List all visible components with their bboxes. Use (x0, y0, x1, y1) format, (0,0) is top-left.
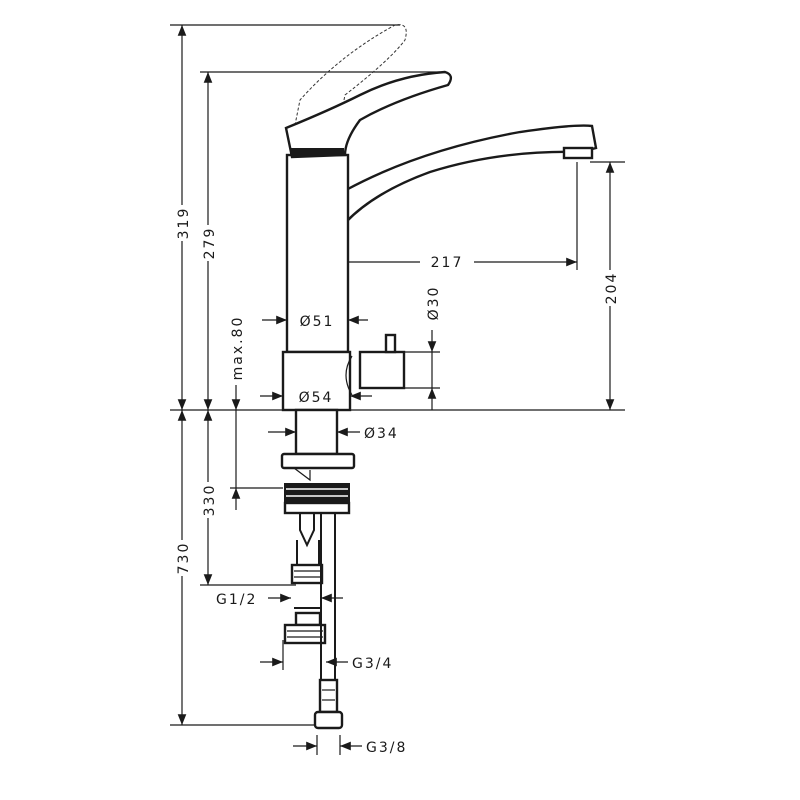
svg-text:Ø51: Ø51 (300, 314, 335, 330)
svg-text:319: 319 (176, 207, 192, 240)
dim-217: 217 (318, 252, 577, 272)
base (281, 350, 352, 412)
shank (294, 408, 339, 456)
dim-330: 330 (200, 410, 218, 585)
dim-knob-30: Ø30 (426, 286, 442, 410)
dim-34: Ø34 (268, 426, 399, 442)
aerator (562, 146, 594, 160)
hose-ferrule (318, 678, 339, 714)
dim-g12: G1/2 (216, 592, 343, 608)
lever-handle (284, 70, 453, 159)
svg-text:G3/8: G3/8 (366, 740, 407, 756)
knob-pin (384, 333, 397, 354)
dim-54: Ø54 (260, 390, 372, 406)
svg-text:279: 279 (202, 227, 218, 260)
threaded-ring (284, 483, 350, 503)
svg-text:Ø54: Ø54 (299, 390, 334, 406)
svg-text:Ø30: Ø30 (426, 286, 442, 321)
g38-nut (313, 710, 344, 730)
dim-g38: G3/8 (293, 740, 407, 756)
g34-fitting (283, 623, 327, 645)
dim-730: 730 (174, 410, 192, 725)
dim-279: 279 (200, 72, 218, 410)
svg-text:204: 204 (604, 272, 620, 305)
g12-fitting-top (290, 563, 324, 585)
faucet-body (280, 24, 598, 730)
dim-g34: G3/4 (260, 656, 393, 672)
mount-nut (280, 452, 356, 470)
dim-204: 204 (602, 162, 620, 410)
svg-text:730: 730 (176, 542, 192, 575)
svg-text:G3/4: G3/4 (352, 656, 393, 672)
svg-text:217: 217 (431, 255, 464, 271)
svg-text:G1/2: G1/2 (216, 592, 257, 608)
spout (344, 124, 598, 225)
svg-text:330: 330 (202, 484, 218, 517)
dim-51: Ø51 (262, 314, 368, 330)
side-knob (358, 350, 406, 390)
svg-text:max.80: max.80 (230, 316, 246, 381)
dim-max-80: max.80 (230, 316, 246, 510)
dim-319: 319 (174, 24, 192, 410)
svg-text:Ø34: Ø34 (364, 426, 399, 442)
